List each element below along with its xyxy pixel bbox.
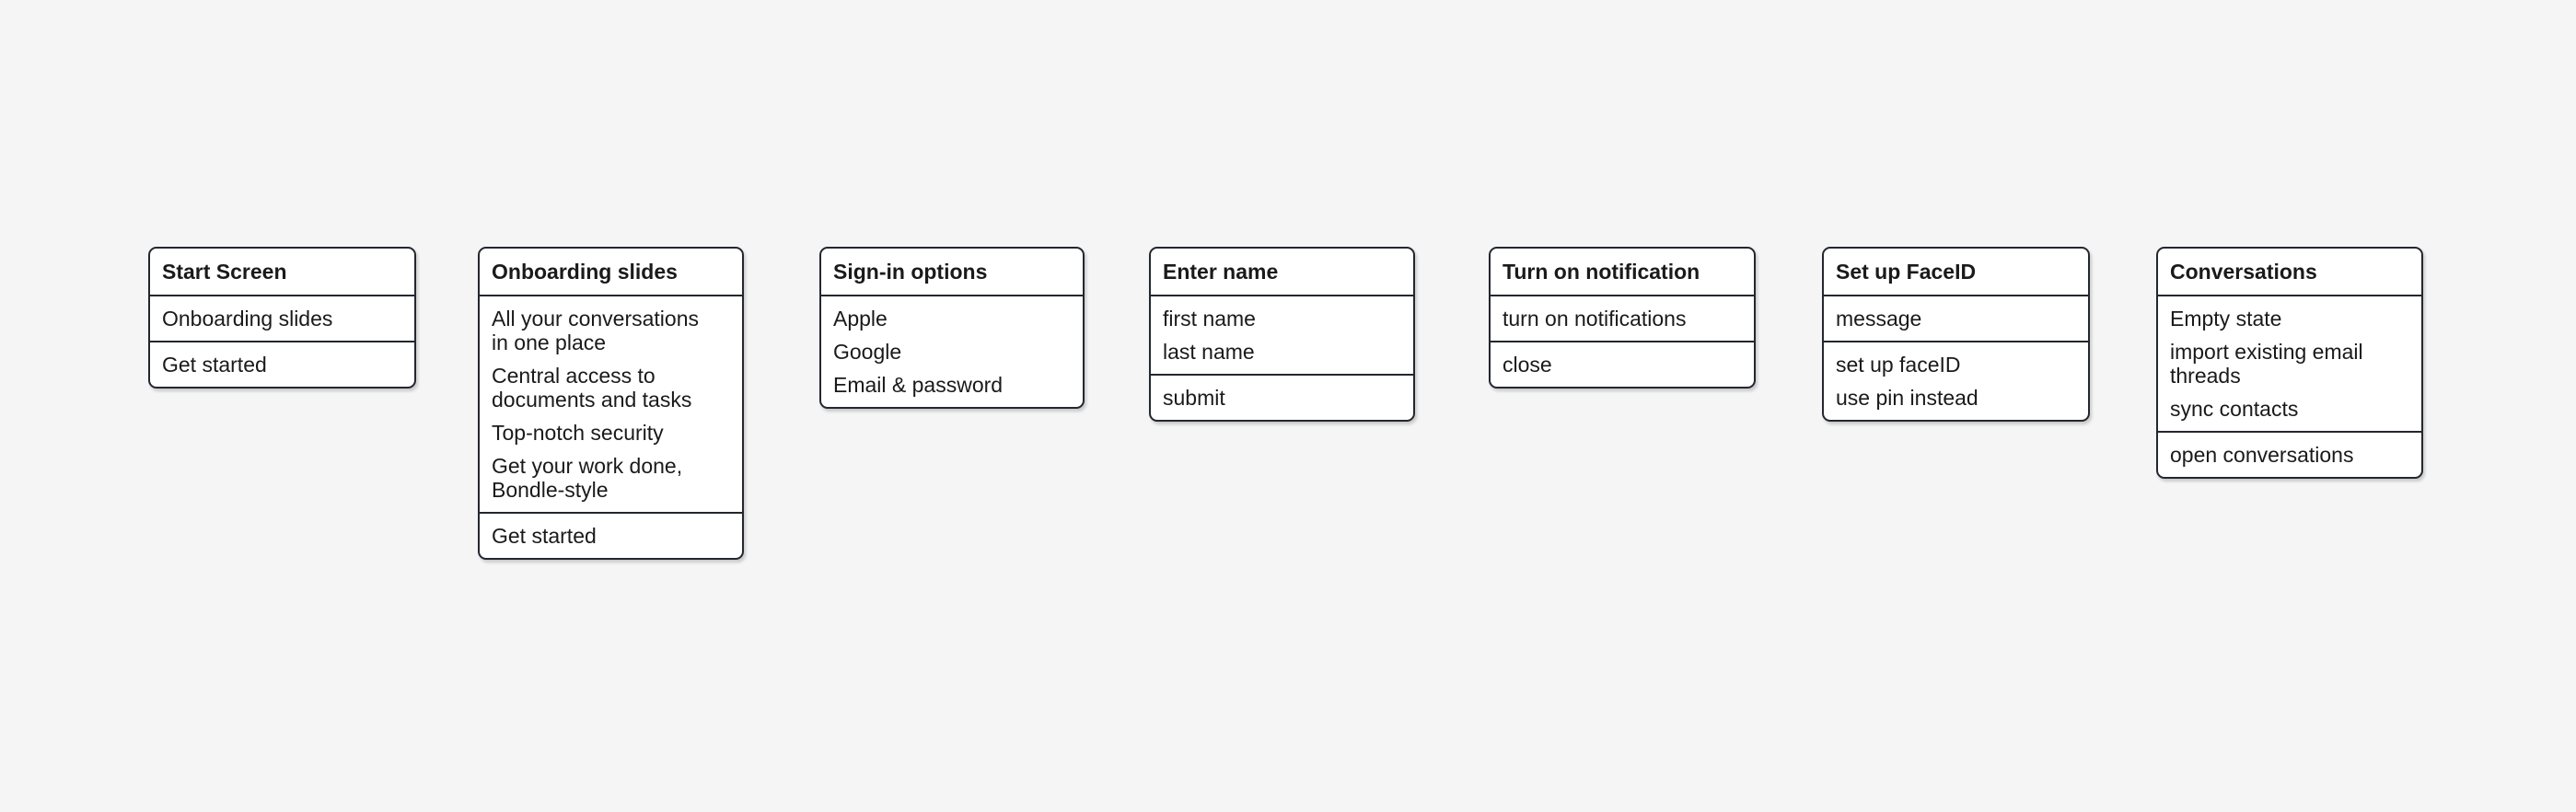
frame-section[interactable]: message: [1824, 295, 2088, 341]
frame-section[interactable]: set up faceID use pin instead: [1824, 341, 2088, 420]
frame-section[interactable]: Get started: [480, 512, 742, 558]
frame-item[interactable]: first name: [1163, 307, 1256, 331]
frame-item[interactable]: turn on notifications: [1503, 307, 1687, 331]
frame-item[interactable]: use pin instead: [1836, 386, 1978, 410]
frame-item[interactable]: Get your work done, Bondle-style: [492, 454, 683, 502]
frame-item[interactable]: Get started: [492, 524, 597, 548]
frame-item[interactable]: import existing email threads: [2170, 340, 2363, 388]
frame-title[interactable]: Sign-in options: [833, 260, 988, 284]
flow-frame[interactable]: Set up FaceID message set up faceID use pi…: [1822, 247, 2090, 422]
frame-item[interactable]: open conversations: [2170, 443, 2354, 467]
frame-item[interactable]: Email & password: [833, 373, 1004, 397]
frame-item[interactable]: Get started: [162, 353, 267, 377]
frame-item[interactable]: Central access to documents and tasks: [492, 364, 692, 412]
frame-item[interactable]: Empty state: [2170, 307, 2282, 331]
frame-item[interactable]: sync contacts: [2170, 397, 2299, 421]
frame-item[interactable]: Onboarding slides: [162, 307, 333, 331]
frame-item[interactable]: submit: [1163, 386, 1225, 410]
frame-section[interactable]: first name last name: [1151, 295, 1413, 374]
frame-section[interactable]: Onboarding slides: [150, 295, 414, 341]
frame-section[interactable]: Get started: [150, 341, 414, 387]
flow-frame[interactable]: Onboarding slides All your conversations…: [478, 247, 744, 560]
frame-item[interactable]: Top-notch security: [492, 421, 664, 445]
flow-frame[interactable]: Enter name first name last name submit: [1149, 247, 1415, 422]
frame-section[interactable]: submit: [1151, 374, 1413, 420]
frame-item[interactable]: All your conversations in one place: [492, 307, 699, 354]
frame-section[interactable]: close: [1491, 341, 1754, 387]
frame-section[interactable]: Empty state import existing email threads…: [2158, 295, 2421, 431]
frame-title[interactable]: Set up FaceID: [1836, 260, 1977, 284]
flow-frame[interactable]: Conversations Empty state import existing…: [2156, 247, 2423, 479]
frame-section[interactable]: open conversations: [2158, 431, 2421, 477]
frame-title[interactable]: Start Screen: [162, 260, 287, 284]
frame-item[interactable]: Google: [833, 340, 902, 364]
frame-item[interactable]: set up faceID: [1836, 353, 1961, 377]
frame-section[interactable]: turn on notifications: [1491, 295, 1754, 341]
frame-title[interactable]: Enter name: [1163, 260, 1279, 284]
flow-frame[interactable]: Turn on notification turn on notificatio…: [1489, 247, 1756, 389]
frame-title[interactable]: Conversations: [2170, 260, 2317, 284]
frame-title[interactable]: Onboarding slides: [492, 260, 678, 284]
frame-item[interactable]: Apple: [833, 307, 888, 331]
frame-title[interactable]: Turn on notification: [1503, 260, 1700, 284]
frame-item[interactable]: last name: [1163, 340, 1255, 364]
frame-item[interactable]: close: [1503, 353, 1552, 377]
frame-item[interactable]: message: [1836, 307, 1922, 331]
